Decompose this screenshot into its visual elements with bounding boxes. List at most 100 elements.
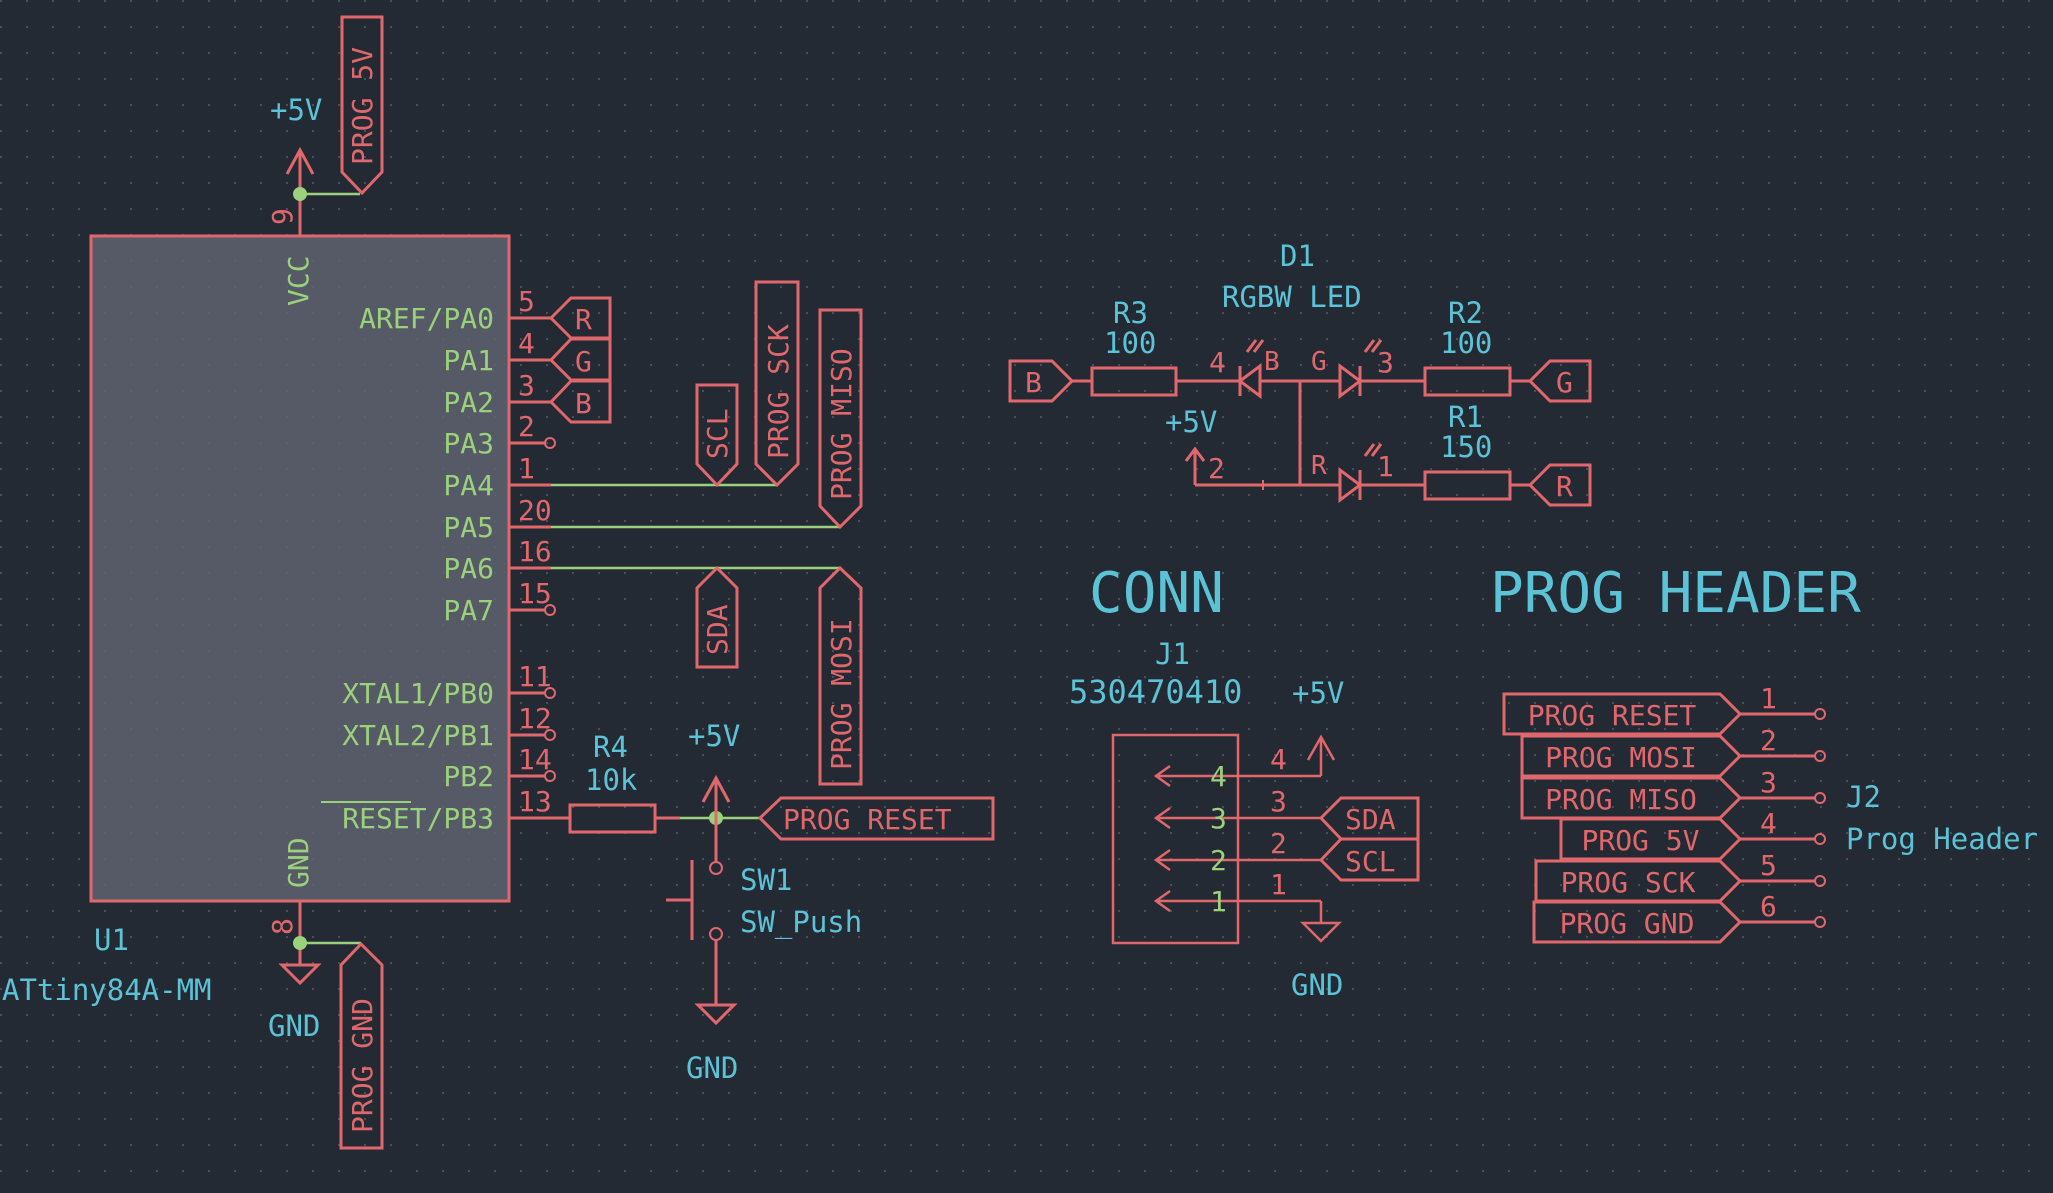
j2-row-label: PROG SCK: [1561, 866, 1696, 899]
r2-resistor[interactable]: [1423, 366, 1530, 397]
sw1-gnd-label: GND: [686, 1051, 738, 1085]
sw1-ref: SW1: [740, 863, 792, 897]
j2-row-pin-end: [1814, 792, 1826, 804]
sw1-value: SW_Push: [740, 905, 862, 940]
label-prog-sck-u1[interactable]: PROG SCK: [754, 280, 800, 488]
d1-pin-r-name: R: [1311, 451, 1327, 481]
label-b-u1[interactable]: B: [548, 379, 612, 424]
u1-pin-number: 15: [518, 577, 552, 610]
j1-value: 530470410: [1069, 673, 1242, 711]
r4-resistor[interactable]: [545, 803, 680, 834]
j1-gnd-label: GND: [1291, 968, 1343, 1002]
r3-resistor[interactable]: [1072, 366, 1237, 397]
label-sda-conn[interactable]: SDA: [1318, 796, 1420, 841]
label-b-led[interactable]: B: [1008, 359, 1075, 403]
u1-pin-name: PA3: [443, 427, 494, 460]
d1-pin-r-number: 1: [1377, 450, 1394, 483]
u1-pin-number: 11: [518, 660, 552, 693]
r4-value: 10k: [585, 763, 638, 797]
j2-row-label: PROG RESET: [1528, 699, 1697, 732]
u1-vcc-pin-number: 9: [266, 208, 299, 225]
label-prog-5v-top[interactable]: PROG 5V: [340, 15, 384, 196]
r1-resistor[interactable]: [1423, 470, 1530, 501]
j2-row[interactable]: PROG RESET 1: [1502, 682, 1826, 736]
label-prog-reset-u1-text: PROG RESET: [783, 803, 952, 836]
label-r-led-text: R: [1556, 470, 1573, 503]
u1-pin-name: PA6: [443, 552, 494, 585]
label-prog-mosi-u1[interactable]: PROG MOSI: [818, 565, 863, 786]
section-title-conn: CONN: [1089, 561, 1224, 626]
d1-led-symbol[interactable]: [1184, 339, 1425, 503]
label-prog-miso-u1-text: PROG MISO: [825, 348, 858, 500]
reset-power-symbol[interactable]: [701, 774, 731, 818]
label-r-u1[interactable]: R: [548, 296, 612, 340]
j2-row-pin-end: [1814, 916, 1826, 928]
reset-power-label: +5V: [688, 719, 740, 753]
label-scl-u1[interactable]: SCL: [695, 383, 739, 488]
label-r-u1-text: R: [575, 303, 592, 336]
j1-pin-inner-number: 4: [1210, 760, 1227, 793]
j2-row-label-shape: [1532, 900, 1743, 944]
j2-row[interactable]: PROG 5V4: [1559, 807, 1826, 861]
r3-ref: R3: [1113, 296, 1148, 330]
label-prog-miso-u1[interactable]: PROG MISO: [818, 308, 863, 530]
u1-pin-number: 3: [518, 369, 535, 402]
u1-pin-name: PA1: [443, 344, 494, 377]
d1-pin-g-number: 3: [1377, 346, 1394, 379]
label-prog-reset-u1[interactable]: PROG RESET: [757, 796, 995, 841]
u1-ref[interactable]: U1: [94, 923, 129, 957]
j1-connector[interactable]: [1111, 733, 1343, 945]
label-prog-gnd-bottom[interactable]: PROG GND: [339, 941, 384, 1150]
u1-pin-name: AREF/PA0: [359, 302, 494, 335]
d1-pin-g-name: G: [1311, 347, 1327, 377]
junction-gnd: [293, 936, 307, 950]
u1-vcc-power-symbol[interactable]: [285, 146, 315, 194]
label-b-led-text: B: [1025, 366, 1042, 399]
r2-value: 100: [1440, 326, 1492, 360]
label-sda-conn-text: SDA: [1345, 803, 1396, 836]
label-scl-conn[interactable]: SCL: [1318, 837, 1420, 882]
label-g-led[interactable]: G: [1527, 359, 1592, 403]
junction-vcc: [293, 187, 307, 201]
u1-gnd-pin-name: GND: [282, 837, 315, 888]
j2-row-pin-end: [1814, 875, 1826, 887]
u1-symbol[interactable]: [89, 194, 511, 943]
label-prog-gnd-bottom-text: PROG GND: [346, 998, 379, 1133]
u1-pin-number: 5: [518, 285, 535, 318]
u1-pin-number: 13: [518, 785, 552, 818]
u1-pin-number: 2: [518, 410, 535, 443]
u1-pin-name: XTAL1/PB0: [342, 677, 494, 710]
j2-row-pin-end: [1814, 750, 1826, 762]
j1-pin-inner-number: 1: [1210, 885, 1227, 918]
u1-pin-name: PB2: [443, 760, 494, 793]
label-prog-sck-u1-text: PROG SCK: [762, 324, 795, 459]
label-sda-u1[interactable]: SDA: [695, 565, 739, 669]
u1-gnd-pin-number: 8: [266, 918, 299, 935]
j1-pin-outer-number: 1: [1270, 868, 1287, 901]
j2-row[interactable]: PROG SCK 5: [1534, 849, 1826, 903]
j2-row-pin-end: [1814, 833, 1826, 845]
j2-row-pin-number: 6: [1760, 890, 1777, 923]
j2-ref: J2: [1846, 780, 1881, 814]
j2-row-pin-number: 1: [1760, 682, 1777, 715]
sw1-switch[interactable]: [666, 818, 738, 1026]
d1-value: RGBW LED: [1222, 280, 1362, 314]
section-title-prog-header: PROG HEADER: [1490, 561, 1861, 626]
j2-row-pin-number: 5: [1760, 849, 1777, 882]
r3-value: 100: [1104, 326, 1156, 360]
j1-power-label: +5V: [1292, 676, 1344, 710]
u1-pin-name: PA2: [443, 386, 494, 419]
label-r-led[interactable]: R: [1527, 463, 1592, 507]
j1-pin-outer-number: 2: [1270, 827, 1287, 860]
u1-value[interactable]: ATtiny84A-MM: [2, 973, 212, 1007]
d1-pin-b-number: 4: [1209, 346, 1226, 379]
j1-pin-outer-number: 3: [1270, 785, 1287, 818]
label-g-u1[interactable]: G: [548, 337, 612, 382]
